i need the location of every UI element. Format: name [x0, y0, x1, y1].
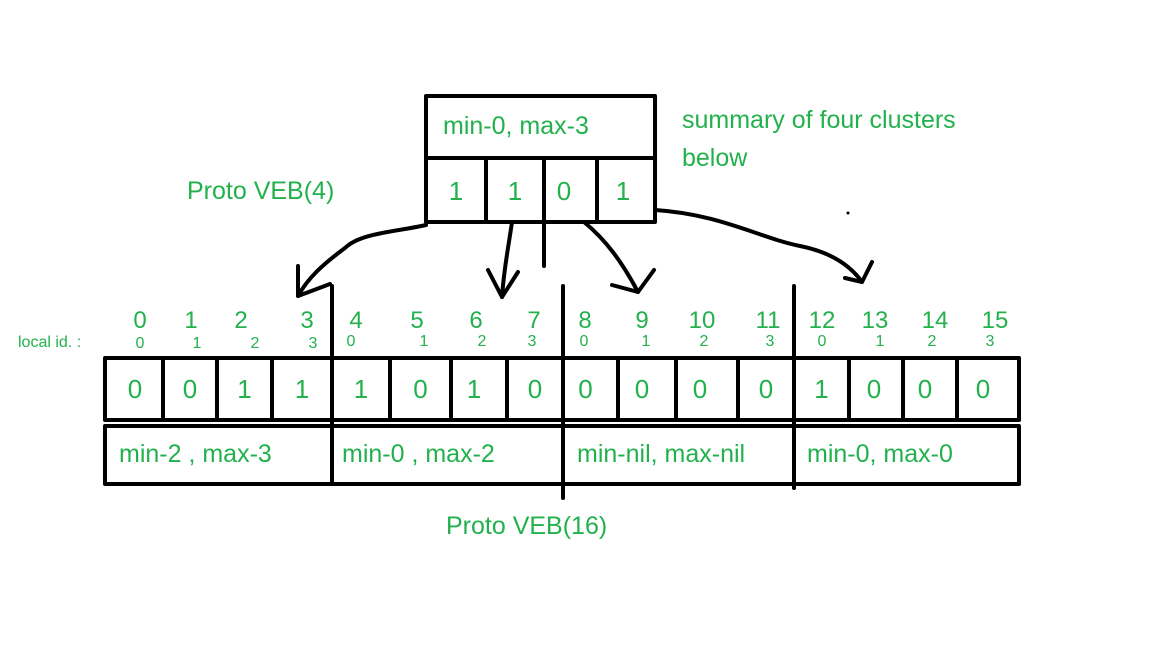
- local-id: 0: [817, 333, 827, 350]
- bit-cell: 0: [527, 374, 543, 404]
- local-id: 2: [477, 333, 487, 350]
- local-id: 1: [419, 333, 429, 350]
- summary-bit: 1: [615, 176, 631, 206]
- local-id: 0: [346, 333, 356, 350]
- minmax-row-outline: [103, 424, 1021, 486]
- index-number: 11: [755, 307, 781, 334]
- index-number: 15: [981, 307, 1009, 334]
- bit-cell: 0: [975, 374, 991, 404]
- bit-cell: 0: [182, 374, 198, 404]
- local-id: 2: [250, 335, 260, 352]
- local-id: 0: [135, 335, 145, 352]
- index-number: 5: [410, 307, 424, 334]
- arrow-to-cluster-2: [582, 220, 640, 294]
- local-id: 3: [985, 333, 995, 350]
- bit-cell: 0: [634, 374, 650, 404]
- cluster-minmax: min-0 , max-2: [342, 440, 495, 468]
- index-number: 7: [527, 307, 541, 334]
- cluster-minmax: min-2 , max-3: [119, 440, 272, 468]
- index-number: 12: [808, 307, 836, 334]
- local-id: 2: [927, 333, 937, 350]
- local-id-label: local id. :: [18, 334, 82, 351]
- bit-cell: 1: [814, 374, 829, 404]
- bit-cell: 0: [692, 374, 708, 404]
- index-number: 14: [921, 307, 949, 334]
- local-id: 1: [641, 333, 651, 350]
- bit-cell: 1: [294, 374, 310, 404]
- index-number: 9: [635, 307, 649, 334]
- summary-note-line2: below: [682, 144, 748, 172]
- index-number: 1: [184, 307, 198, 334]
- summary-bit: 0: [556, 176, 572, 206]
- index-number: 8: [578, 307, 592, 334]
- bit-cell: 1: [466, 374, 482, 404]
- index-number: 10: [688, 307, 716, 334]
- index-number: 0: [133, 307, 147, 334]
- index-number: 2: [234, 307, 248, 334]
- bit-cell: 0: [413, 374, 428, 404]
- local-id: 3: [765, 333, 775, 350]
- index-number: 4: [349, 307, 363, 334]
- summary-bit: 1: [448, 176, 464, 206]
- bit-cell: 1: [237, 374, 252, 404]
- proto-veb-4-label: Proto VEB(4): [187, 177, 335, 205]
- index-number: 13: [861, 307, 889, 334]
- bit-cell: 1: [353, 374, 369, 404]
- bit-cell: 0: [917, 374, 933, 404]
- summary-bit: 1: [507, 176, 523, 206]
- summary-minmax: min-0, max-3: [443, 112, 589, 140]
- arrow-to-cluster-0: [296, 223, 428, 298]
- local-id: 3: [527, 333, 537, 350]
- local-id: 1: [875, 333, 885, 350]
- bit-cell: 0: [578, 374, 593, 404]
- proto-veb-16-label: Proto VEB(16): [446, 512, 608, 540]
- local-id: 0: [579, 333, 589, 350]
- bit-cell: 0: [758, 374, 774, 404]
- index-number: 3: [300, 307, 314, 334]
- bit-cell: 0: [127, 374, 143, 404]
- local-id: 2: [699, 333, 709, 350]
- local-id: 1: [192, 335, 202, 352]
- bit-cell: 0: [866, 374, 882, 404]
- cluster-minmax: min-0, max-0: [807, 440, 953, 468]
- arrow-to-cluster-3: [653, 208, 864, 284]
- local-id: 3: [308, 335, 318, 352]
- summary-note-line1: summary of four clusters: [682, 106, 956, 134]
- arrow-to-cluster-1: [500, 220, 514, 299]
- index-number: 6: [469, 307, 483, 334]
- cluster-minmax: min-nil, max-nil: [577, 440, 746, 468]
